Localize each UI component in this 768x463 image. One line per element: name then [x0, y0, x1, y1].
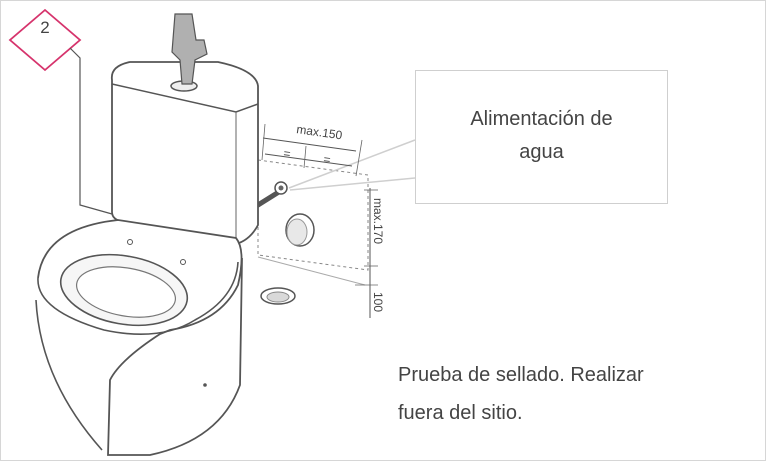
callout-pointer-top	[288, 139, 416, 189]
dim-equal-right: =	[323, 152, 332, 167]
dim-offset: 100	[371, 292, 385, 312]
callout-box: Alimentación de agua	[415, 70, 668, 204]
wall-area	[257, 159, 369, 271]
leader-line	[69, 47, 113, 215]
note-line-2: fuera del sitio.	[398, 402, 523, 424]
dim-width-max: max.150	[296, 122, 344, 142]
step-number: 2	[40, 18, 50, 37]
callout-text: Alimentación de agua	[416, 103, 667, 169]
note-line-1: Prueba de sellado. Realizar	[398, 364, 644, 386]
callout-pointer-bottom	[289, 177, 416, 191]
toilet-bowl	[37, 219, 243, 456]
instruction-note: Prueba de sellado. Realizar fuera del si…	[398, 356, 728, 432]
callout-line-2: agua	[519, 141, 564, 163]
step-badge-diamond	[8, 8, 82, 72]
callout-line-1: Alimentación de	[470, 108, 613, 130]
dim-equal-left: =	[283, 146, 292, 161]
hand-icon	[171, 13, 208, 85]
dim-height-max: max.170	[371, 198, 385, 244]
